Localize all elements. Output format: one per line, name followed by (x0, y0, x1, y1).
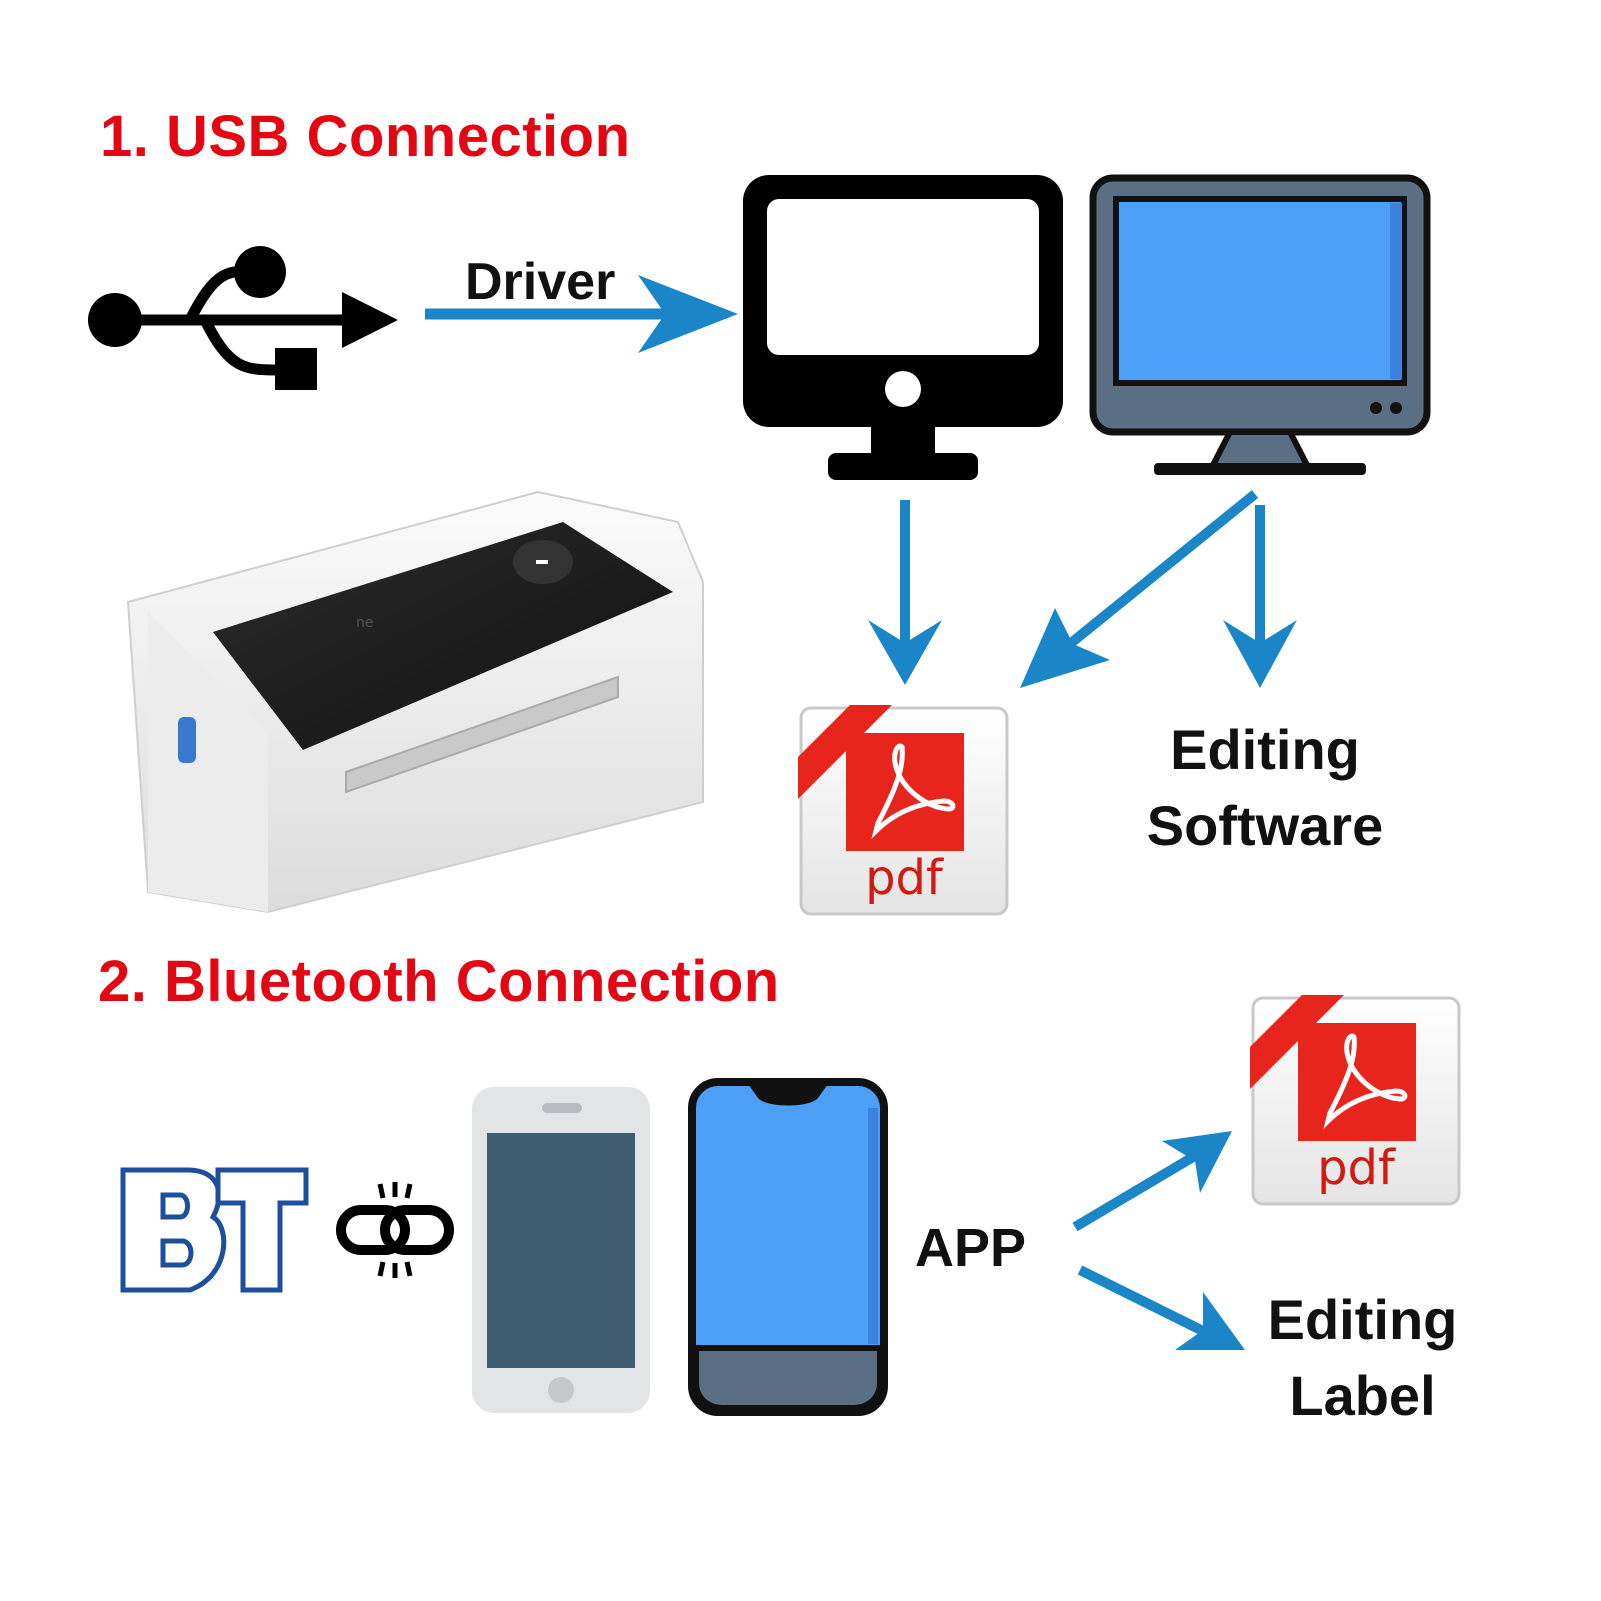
usb-section-heading: 1. USB Connection (100, 104, 631, 169)
pdf-icon-text: pdf (1317, 1140, 1395, 1196)
pdf-icon-usb: pdf (798, 705, 1010, 917)
bt-logo (120, 1167, 309, 1293)
printer-image: ne (126, 490, 704, 914)
smartphone-grey-icon (472, 1087, 650, 1413)
editing-software-label: Editing Software (1110, 712, 1420, 864)
pdf-icon-text: pdf (865, 850, 943, 906)
app-to-editing-label-arrow (1077, 1265, 1245, 1350)
smartphone-blue-icon (688, 1078, 888, 1416)
editing-label-line-1: Editing (1267, 1288, 1458, 1351)
printer-brand-text: ne (356, 615, 374, 631)
driver-label: Driver (465, 253, 616, 311)
monitor-to-pdf-arrow (868, 500, 942, 685)
editing-label-label: Editing Label (1240, 1282, 1485, 1434)
pairing-link-icon (336, 1182, 454, 1278)
editing-software-line-1: Editing (1170, 718, 1360, 781)
app-label: APP (915, 1218, 1027, 1278)
usb-icon (88, 246, 398, 390)
color-monitor-icon (1089, 174, 1431, 475)
bt-logo-text: BT (0, 0, 1, 1)
bluetooth-section-heading: 2. Bluetooth Connection (98, 949, 780, 1014)
editing-software-line-2: Software (1146, 794, 1384, 857)
monitor-to-software-arrow (1223, 505, 1297, 688)
desktop-monitor-icon (743, 175, 1063, 480)
software-to-pdf-arrow (1020, 490, 1259, 688)
pdf-icon-bluetooth: pdf (1250, 995, 1462, 1207)
editing-label-line-2: Label (1289, 1364, 1436, 1427)
app-to-pdf-arrow (1072, 1131, 1232, 1232)
driver-arrow (425, 275, 738, 353)
